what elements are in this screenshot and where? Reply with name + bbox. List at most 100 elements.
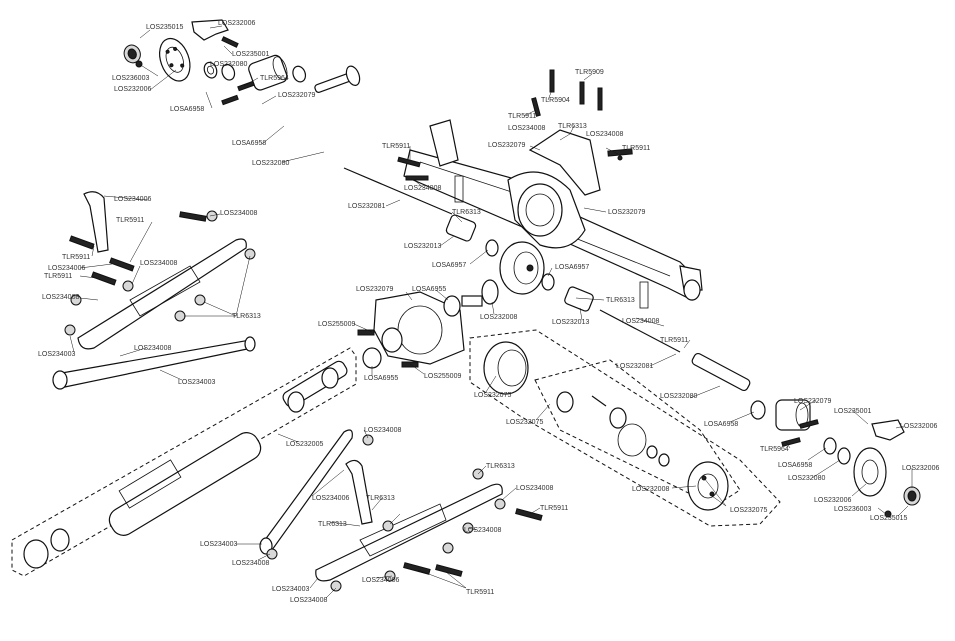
part-label: LOS255009 (318, 321, 355, 328)
part-label: LOS234008 (140, 260, 177, 267)
part-label: LOS232079 (608, 209, 645, 216)
top-left-hub-assembly (123, 19, 361, 106)
part-label: TLR5904 (541, 97, 570, 104)
part-label: LOS232008 (480, 314, 517, 321)
long-axle-shaft (691, 352, 751, 392)
part-label: TLR5911 (508, 113, 536, 120)
part-label: LOS234008 (464, 527, 501, 534)
part-label: TLR6313 (606, 297, 635, 304)
part-label: LOS232080 (252, 160, 289, 167)
upper-link (83, 191, 109, 253)
caliper (191, 19, 229, 41)
part-label: TLR6313 (558, 123, 587, 130)
part-label: LOS232079 (794, 398, 831, 405)
part-label: LOSA6957 (432, 262, 466, 269)
part-label: LOS232079 (356, 286, 393, 293)
brake-disc (159, 37, 191, 82)
part-label: LOSA6958 (170, 106, 204, 113)
brake-disc (853, 447, 887, 497)
part-label: TLR6313 (452, 209, 481, 216)
diff-case (483, 341, 529, 395)
part-label: TLR5964 (260, 75, 289, 82)
part-label: LOSA6958 (232, 140, 266, 147)
bearing (203, 61, 218, 79)
part-label: LOS234008 (622, 318, 659, 325)
left-link-assembly (52, 191, 256, 390)
part-label: LOS234006 (114, 196, 151, 203)
part-label: LOS232006 (114, 86, 151, 93)
part-label: TLR6313 (318, 521, 347, 528)
part-label: LOS234008 (134, 345, 171, 352)
part-label: TLR5911 (62, 254, 90, 261)
bearing (292, 65, 307, 83)
part-label: LOS234008 (586, 131, 623, 138)
lower-control-arm (77, 238, 247, 350)
upper-link-mount (528, 129, 601, 196)
part-label: LOS234008 (364, 427, 401, 434)
part-label: LOS255009 (424, 373, 461, 380)
part-label: TLR5911 (382, 143, 410, 150)
part-label: TLR6313 (366, 495, 395, 502)
part-label: LOS232008 (632, 486, 669, 493)
part-label: LOSA6958 (704, 421, 738, 428)
part-label: LOSA6957 (555, 264, 589, 271)
right-hub-assembly (750, 399, 921, 518)
part-label: TLR5964 (760, 446, 789, 453)
part-label: TLR5911 (116, 217, 144, 224)
hub-carrier (248, 54, 288, 91)
spur-gear (687, 461, 729, 511)
part-label: LOS232075 (474, 392, 511, 399)
part-label: LOS232006 (814, 497, 851, 504)
part-label: LOS232081 (348, 203, 385, 210)
axle-stub (445, 214, 477, 242)
top-bolts (397, 69, 603, 181)
bearing (221, 63, 236, 81)
part-label: LOSA6955 (412, 286, 446, 293)
lower-control-arm (315, 483, 503, 582)
part-label: LOS235015 (870, 515, 907, 522)
part-label: TLR6313 (232, 313, 261, 320)
part-label: LOS232005 (286, 441, 323, 448)
leader-lines (69, 25, 913, 599)
part-label: LOS234006 (312, 495, 349, 502)
bearing (541, 273, 555, 291)
ring-gear (499, 241, 545, 295)
part-label: TLR5911 (622, 145, 650, 152)
part-label: TLR6313 (486, 463, 515, 470)
part-label: LOSA6958 (778, 462, 812, 469)
part-label: TLR5911 (540, 505, 568, 512)
lower-link-rod (261, 429, 353, 551)
part-label: LOS234006 (48, 265, 85, 272)
part-labels: LOS235015 LOS232006 LOS235001 LOS232080 … (38, 20, 939, 604)
part-label: LOS235001 (834, 408, 871, 415)
part-label: TLR5911 (44, 273, 72, 280)
part-label: LOS236003 (112, 75, 149, 82)
part-label: LOS234006 (362, 577, 399, 584)
part-label: LOS232075 (730, 507, 767, 514)
part-label: LOS232081 (616, 363, 653, 370)
part-label: LOS234008 (232, 560, 269, 567)
center-gearbox (357, 279, 499, 369)
part-label: LOS232080 (210, 61, 247, 68)
part-label: LOS232013 (404, 243, 441, 250)
part-label: LOS232013 (552, 319, 589, 326)
part-label: TLR5911 (660, 337, 688, 344)
part-label: LOS232080 (788, 475, 825, 482)
pinion-gear (481, 279, 499, 305)
part-label: LOSA6955 (364, 375, 398, 382)
part-label: LOS234008 (516, 485, 553, 492)
part-label: LOS234008 (404, 185, 441, 192)
differential-internals (469, 329, 781, 527)
part-label: LOS232079 (278, 92, 315, 99)
part-label: LOS235001 (232, 51, 269, 58)
part-label: LOS232080 (660, 393, 697, 400)
part-label: LOS234008 (290, 597, 327, 604)
part-label: TLR5911 (466, 589, 494, 596)
caliper (871, 419, 905, 441)
driveshaft-assembly (11, 347, 357, 577)
part-label: LOS236003 (834, 506, 871, 513)
part-label: LOS234003 (200, 541, 237, 548)
part-label: LOS234008 (508, 125, 545, 132)
part-label: LOS232006 (902, 465, 939, 472)
